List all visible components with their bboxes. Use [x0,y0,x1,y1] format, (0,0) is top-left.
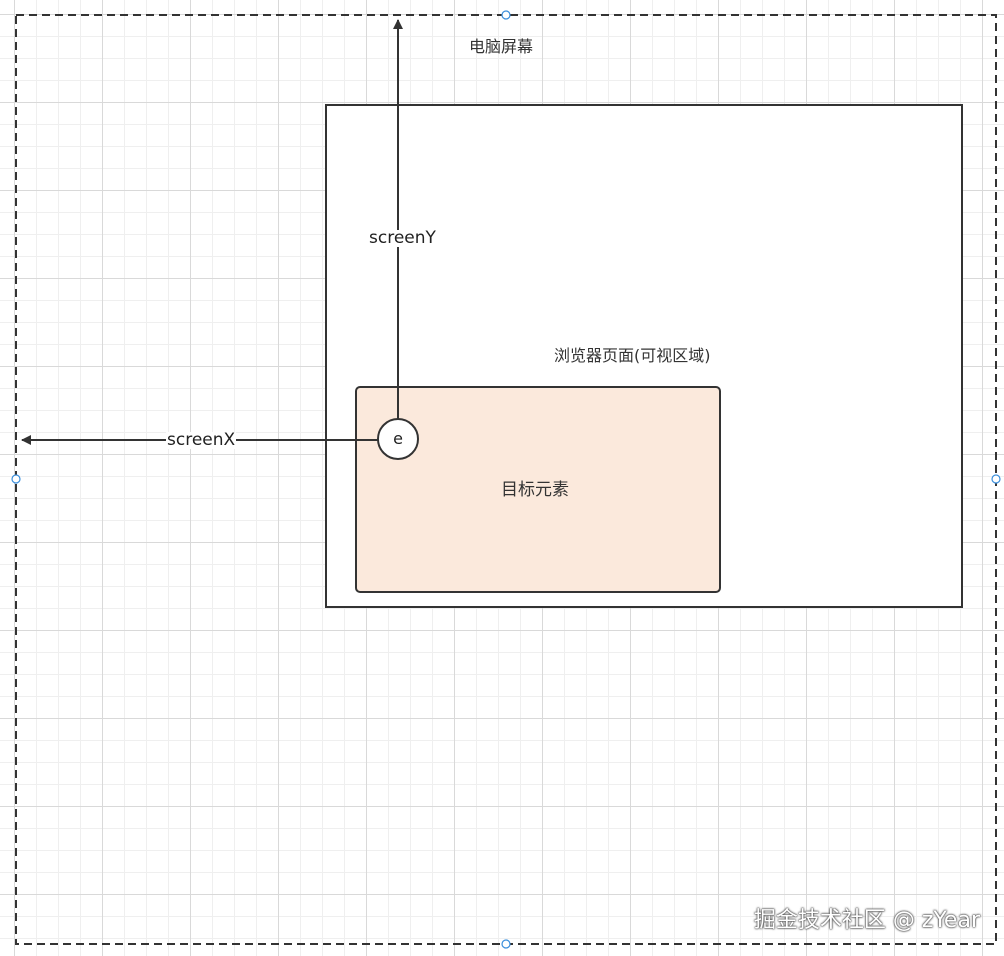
handle-right[interactable] [991,474,1001,484]
target-element-label: 目标元素 [501,480,569,500]
screen-y-label: screenY [368,228,437,248]
screen-label: 电脑屏幕 [469,37,534,56]
target-element-box [355,386,721,593]
handle-left[interactable] [11,474,21,484]
handle-bottom[interactable] [501,939,511,949]
event-marker-label: e [393,429,403,448]
watermark: 掘金技术社区 @ zYear [753,908,980,933]
handle-top[interactable] [501,10,511,20]
screen-x-label: screenX [166,430,237,450]
event-point-circle [377,418,419,460]
browser-page-label: 浏览器页面(可视区域) [554,346,711,365]
